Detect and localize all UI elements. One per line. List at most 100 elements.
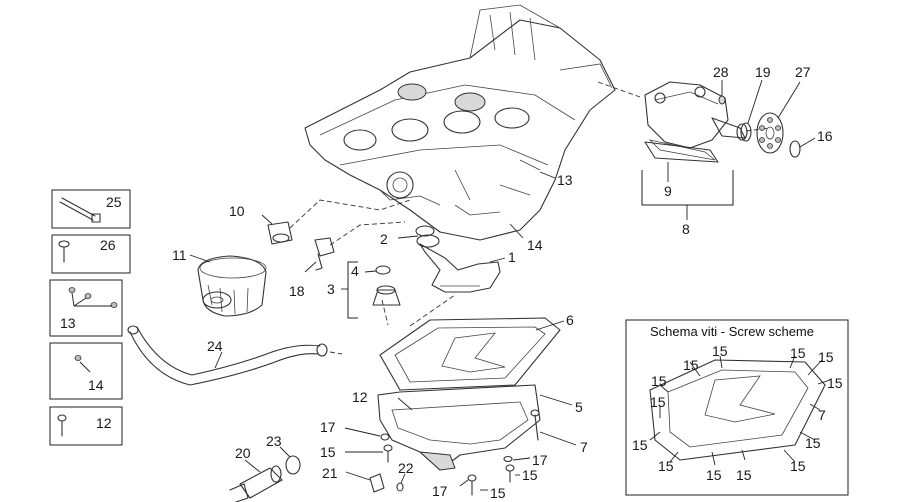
leader-18 [304,261,317,273]
fitting-20 [229,465,283,502]
callout-10: 10 [229,203,245,219]
screw-scheme-labels: Schema viti - Screw scheme 15 15 15 15 1… [632,324,843,483]
scheme-15-j: 15 [658,458,674,474]
callout-27: 27 [795,64,811,80]
scheme-15-f: 15 [827,375,843,391]
o-ring-19 [740,122,752,142]
screw-scheme-leaders [649,355,831,466]
callout-11: 11 [172,247,187,263]
callout-13-box: 13 [60,315,76,331]
o-ring-23 [285,455,301,475]
callout-19: 19 [755,64,771,80]
leader-21 [345,471,371,481]
hose-dash [329,351,343,355]
callout-9: 9 [664,183,672,199]
callout-26: 26 [100,237,116,253]
oil-pan-5 [377,384,541,471]
callout-15-right: 15 [522,467,538,483]
scheme-15-h: 15 [632,437,648,453]
leader-17-right [512,457,531,461]
callout-4: 4 [351,263,359,279]
callout-8: 8 [682,221,690,237]
callout-23: 23 [266,433,282,449]
bolt-15-right [503,455,515,483]
leader-6 [535,320,565,331]
valve-body-3 [372,285,401,306]
scheme-15-k: 15 [790,458,806,474]
leader-27 [777,81,801,119]
sensor-dash-line [329,221,406,246]
callout-13: 13 [557,172,573,188]
box-25 [51,189,131,229]
leader-17-bottom [459,479,469,487]
o-ring-4 [375,265,391,275]
bolt-14 [74,355,91,373]
screw-scheme-gasket [649,359,826,461]
scheme-15-i: 15 [805,435,821,451]
pump-rotor-27 [756,112,784,154]
scheme-15-l: 15 [706,467,722,483]
pump-shaft-dash [745,127,771,132]
box-13 [49,279,123,337]
scheme-15-b: 15 [683,357,699,373]
bracket-3 [347,261,358,319]
callout-6: 6 [566,312,574,328]
filter-dash-line [289,199,411,229]
leader-1 [489,257,506,263]
screw-12 [57,414,67,437]
leader-14 [509,223,524,239]
o-ring-16 [789,140,801,158]
leader-20 [244,459,261,473]
callout-24: 24 [207,338,223,354]
callout-16: 16 [817,128,833,144]
leader-13 [539,171,556,179]
callout-20: 20 [235,445,251,461]
washer-17-left [380,433,390,441]
leader-11 [189,254,211,263]
box-26 [51,234,131,274]
callout-labels: 1 2 3 4 5 6 7 8 9 10 11 12 13 14 15 15 1… [60,64,833,501]
oil-pickup-illustration [415,225,501,293]
leader-22 [400,473,406,484]
scheme-15-c: 15 [790,345,806,361]
bolt-15-bottom [467,474,477,496]
scheme-7: 7 [818,407,826,423]
scheme-15-m: 15 [736,467,752,483]
screw-scheme-title: Schema viti - Screw scheme [650,324,814,339]
callout-5: 5 [575,399,583,415]
leader-2 [397,235,419,239]
leader-10 [261,214,273,225]
drain-plug-21 [369,473,385,493]
callout-14: 14 [527,237,543,253]
box-12 [49,406,123,446]
oil-filter-11 [197,255,267,317]
bolts-13 [68,287,118,308]
callout-15-left: 15 [320,444,336,460]
box-14 [49,342,123,400]
screw-26 [58,240,70,263]
long-bolt-25 [59,197,101,223]
pickup-dash [409,294,456,327]
washer-22 [396,482,404,492]
scheme-15-a: 15 [712,343,728,359]
callout-28: 28 [713,64,729,80]
callout-18: 18 [289,283,305,299]
leader-5 [539,394,573,406]
leader-19 [747,79,763,124]
leader-16 [799,137,816,148]
callout-14-box: 14 [88,377,104,393]
scheme-15-g: 15 [650,394,666,410]
bracket-8 [641,170,734,206]
hose-24 [127,325,328,386]
leader-12 [397,397,413,411]
callout-17-bottom: 17 [432,483,448,499]
oil-pump-illustration [644,81,748,163]
oil-pan-gasket-6 [379,317,561,391]
callout-7: 7 [580,439,588,455]
bolt-15-left [383,444,393,463]
pressure-switch-18 [314,237,335,271]
nipple-10 [267,221,293,245]
crankcase-illustration [304,4,616,241]
callout-3: 3 [327,281,335,297]
